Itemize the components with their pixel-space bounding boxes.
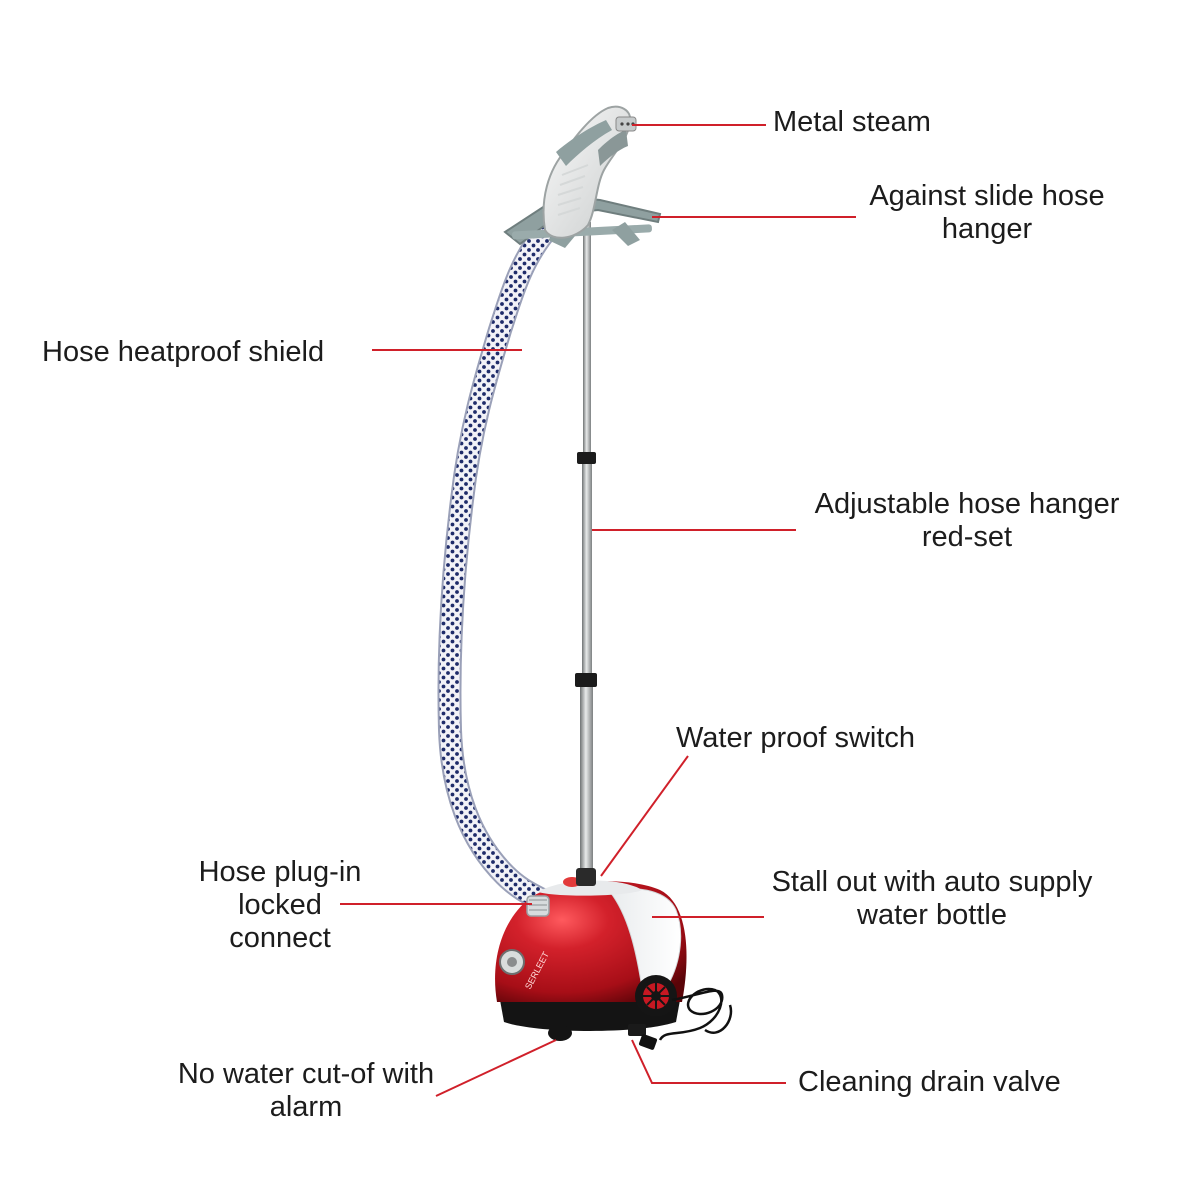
- label-water-proof-switch: Water proof switch: [676, 722, 915, 755]
- label-no-water-line2: alarm: [269, 1091, 343, 1123]
- label-cleaning-drain-valve: Cleaning drain valve: [798, 1066, 1061, 1099]
- label-hose-heatproof-line1: Hose heatproof shield: [42, 336, 325, 368]
- label-hose-plug-line2: locked: [238, 889, 322, 921]
- label-water-proof-line1: Water proof switch: [676, 722, 916, 754]
- power-cord-icon: [638, 987, 733, 1050]
- pole-clip-upper[interactable]: [577, 452, 596, 464]
- water-tank-base-icon: SERLEET: [495, 868, 687, 1041]
- label-stall-out-water-bottle: Stall out with auto supply water bottle: [742, 866, 1122, 932]
- leader-water-proof-switch: [600, 755, 689, 877]
- pole-clip-lower[interactable]: [575, 673, 597, 687]
- label-hose-heatproof-shield: Hose heatproof shield: [42, 336, 324, 369]
- label-against-slide-line1: Against slide hose: [869, 180, 1105, 212]
- leader-no-water-cut-off: [435, 1039, 557, 1097]
- label-hose-plug-line1: Hose plug-in: [198, 856, 362, 888]
- label-stall-out-line1: Stall out with auto supply: [771, 866, 1093, 898]
- drain-valve-icon[interactable]: [628, 1024, 646, 1036]
- label-no-water-cut-off: No water cut-of with alarm: [150, 1058, 462, 1124]
- label-metal-steam: Metal steam: [773, 106, 931, 139]
- hose-connector-icon[interactable]: [526, 895, 550, 917]
- front-caster-icon: [548, 1025, 572, 1041]
- label-against-slide-line2: hanger: [941, 213, 1033, 245]
- label-no-water-line1: No water cut-of with: [177, 1058, 435, 1090]
- label-cleaning-drain-line1: Cleaning drain valve: [798, 1066, 1061, 1098]
- label-metal-steam-line1: Metal steam: [773, 106, 931, 138]
- label-adjustable-hose-hanger: Adjustable hose hanger red-set: [788, 488, 1146, 554]
- wheel-icon[interactable]: [635, 975, 677, 1017]
- label-stall-out-line2: water bottle: [857, 899, 1007, 931]
- steam-head-icon[interactable]: [503, 105, 662, 248]
- hose-icon: [437, 216, 560, 912]
- leader-lines: [340, 124, 856, 1097]
- label-hose-plug-in: Hose plug-in locked connect: [180, 856, 380, 955]
- control-knob-icon[interactable]: [499, 949, 525, 975]
- telescopic-pole-icon: [575, 222, 597, 876]
- label-adjustable-line1: Adjustable hose hanger: [814, 488, 1120, 520]
- leader-cleaning-drain-valve: [631, 1039, 786, 1084]
- label-hose-plug-line3: connect: [229, 922, 331, 954]
- label-against-slide-hose-hanger: Against slide hose hanger: [852, 180, 1122, 246]
- label-adjustable-line2: red-set: [921, 521, 1013, 553]
- water-bottle-panel[interactable]: [609, 888, 682, 989]
